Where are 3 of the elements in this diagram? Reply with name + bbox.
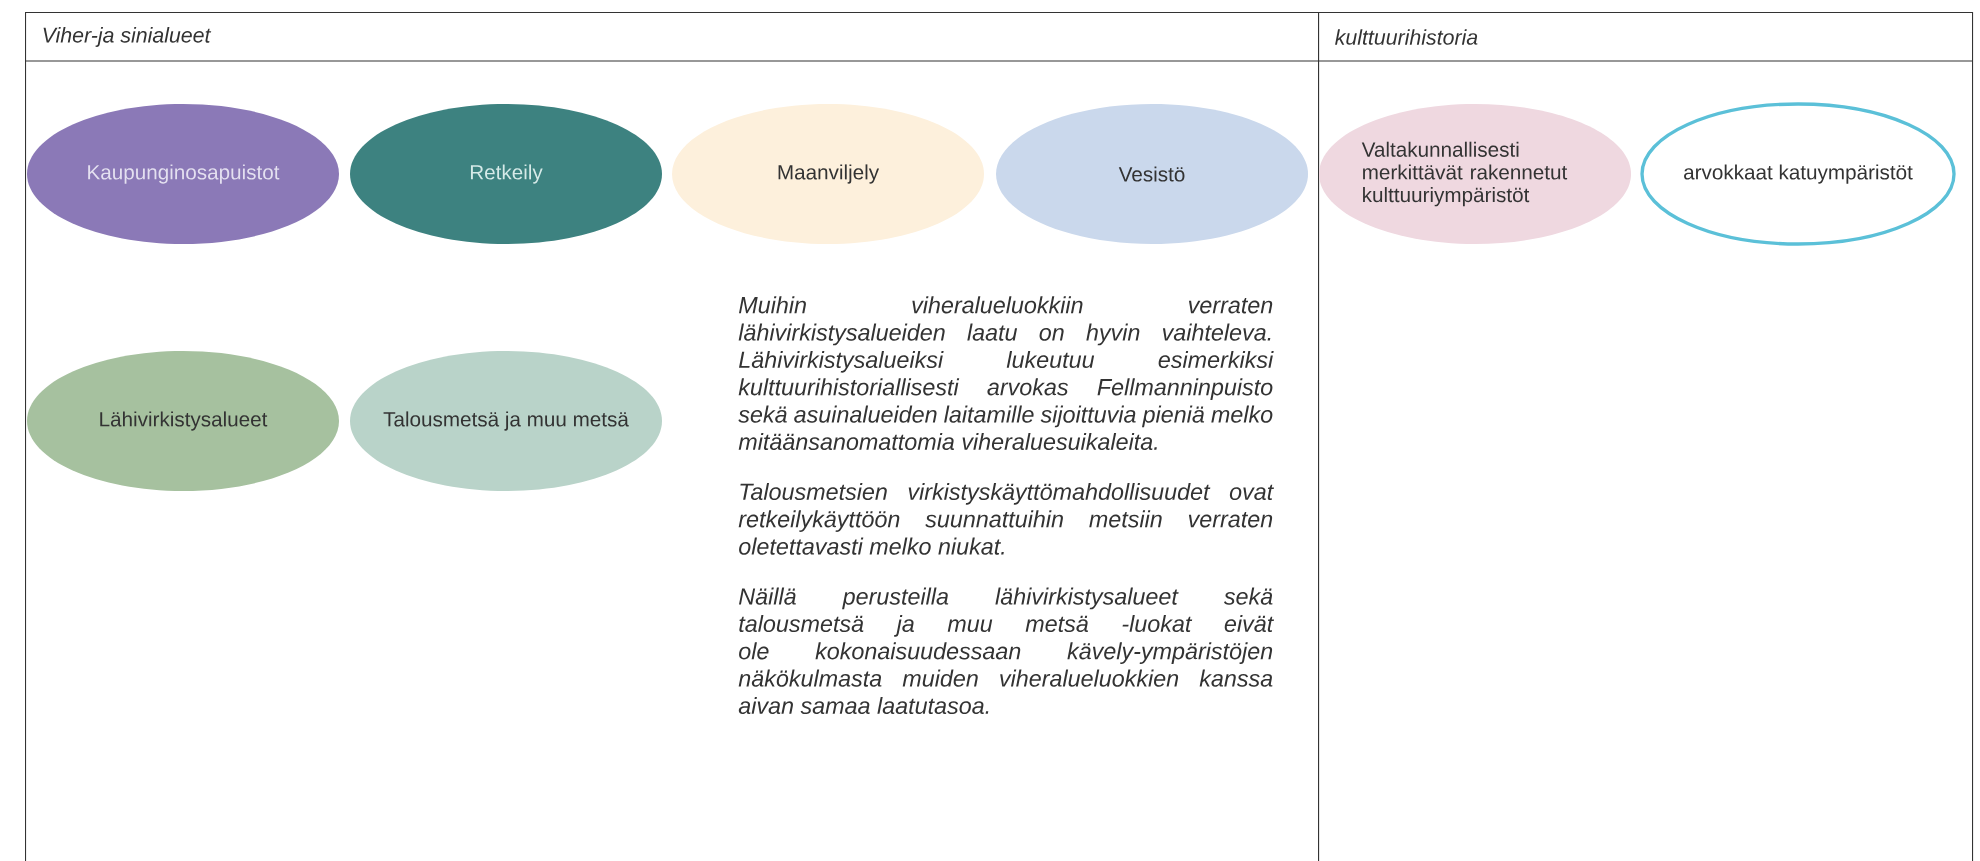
paragraph: Muihin viheralueluokkiin verraten lähivirkistysalueiden laatu on hyvin vaihteleva. Lähivirkistysalueiksi lukeutuu esimerkiksi kulttuurihistoriallisesti arvokas Fellmanninpuisto sekä asuinalueiden laitamille sijoittuvia pieniä melko mitäänsanomattomia viheraluesuikaleita.: [738, 296, 1274, 451]
paragraph: Näillä perusteilla lähivirkistysalueet sekä talousmetsä ja muu metsä -luokat eivät ole kokonaisuudessaan kävely-ympäristöjen näkökulmasta muiden viheralueluokkien kanssa aivan samaa laatutasoa.: [738, 587, 1275, 715]
paragraph: Talousmetsien virkistyskäyttömahdollisuudet ovat retkeilykäyttöön suunnattuihin metsiin verraten oletettavasti melko niukat.: [738, 482, 1274, 555]
